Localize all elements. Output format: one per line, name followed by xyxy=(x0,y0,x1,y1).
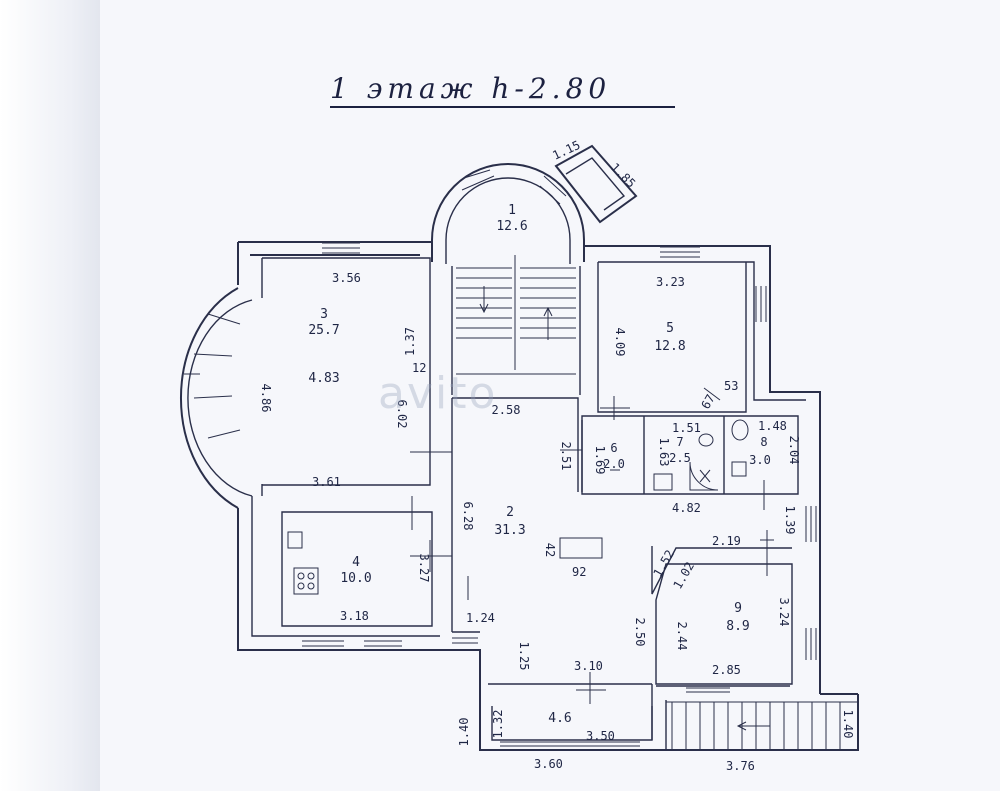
dim-318: 3.18 xyxy=(340,609,369,623)
dim-251: 2.51 xyxy=(559,442,573,471)
plan-title: 1 этаж h-2.80 xyxy=(330,72,675,108)
room-3-area: 25.7 xyxy=(308,323,339,338)
sink-icon xyxy=(287,531,303,549)
room-5-number: 5 xyxy=(666,321,674,336)
dim-53: 53 xyxy=(724,379,738,393)
dim-310: 3.10 xyxy=(574,659,603,673)
dim-486: 4.86 xyxy=(259,384,273,413)
room-9-area: 8.9 xyxy=(726,619,749,634)
dim-483: 4.83 xyxy=(308,371,339,386)
dim-482: 4.82 xyxy=(672,501,701,515)
table-icon xyxy=(559,537,603,559)
dim-132: 1.32 xyxy=(491,710,505,739)
dim-628: 6.28 xyxy=(461,502,475,531)
doors xyxy=(410,387,774,704)
dim-140b: 1.40 xyxy=(841,710,855,739)
room-7-area: 2.5 xyxy=(669,451,691,465)
dim-602: 6.02 xyxy=(395,400,409,429)
dim-115: 1.15 xyxy=(550,138,582,163)
watermark: avito xyxy=(378,368,498,419)
stove-icon xyxy=(293,567,319,595)
wc-sink-icon xyxy=(731,461,747,477)
outer-walls xyxy=(180,144,859,751)
room-5-area: 12.8 xyxy=(654,339,685,354)
dim-361: 3.61 xyxy=(312,475,341,489)
dim-185: 1.85 xyxy=(608,160,638,190)
fixtures xyxy=(287,419,749,595)
dim-258: 2.58 xyxy=(492,403,521,417)
dim-137: 1.37 xyxy=(403,327,417,356)
room-9-number: 9 xyxy=(734,601,742,616)
room-1-area: 12.6 xyxy=(496,219,527,234)
dim-151: 1.51 xyxy=(672,421,701,435)
room-6-number: 6 xyxy=(610,441,617,455)
scan-margin xyxy=(0,0,100,791)
dim-244: 2.44 xyxy=(675,622,689,651)
dim-42: 42 xyxy=(543,543,557,557)
dim-376: 3.76 xyxy=(726,759,755,773)
room-7-number: 7 xyxy=(676,435,683,449)
room-8-area: 3.0 xyxy=(749,453,771,467)
dim-323: 3.23 xyxy=(656,275,685,289)
dim-67: 67 xyxy=(698,392,717,412)
room-10-area: 4.6 xyxy=(548,711,571,726)
dim-140a: 1.40 xyxy=(457,718,471,747)
dim-327: 3.27 xyxy=(417,554,431,583)
dim-92: 92 xyxy=(572,565,586,579)
dim-356: 3.56 xyxy=(332,271,361,285)
room-6-area: 2.0 xyxy=(603,457,625,471)
windows xyxy=(184,169,817,747)
paper-sheet xyxy=(100,0,1000,791)
dim-125: 1.25 xyxy=(517,642,531,671)
interior-walls xyxy=(261,255,799,750)
shower-icon xyxy=(689,461,719,491)
dim-124: 1.24 xyxy=(466,611,495,625)
dim-12: 12 xyxy=(412,361,426,375)
room-4-area: 10.0 xyxy=(340,571,371,586)
basin-icon xyxy=(653,473,673,491)
dim-204: 2.04 xyxy=(787,436,801,465)
dim-148: 1.48 xyxy=(758,419,787,433)
dim-409: 4.09 xyxy=(613,328,627,357)
room-3-number: 3 xyxy=(320,307,328,322)
dim-360: 3.60 xyxy=(534,757,563,771)
toilet-2-icon xyxy=(698,433,714,447)
stairs xyxy=(456,267,858,750)
dim-285: 2.85 xyxy=(712,663,741,677)
dim-250: 2.50 xyxy=(633,618,647,647)
toilet-icon xyxy=(731,419,749,441)
dim-350: 3.50 xyxy=(586,729,615,743)
room-8-number: 8 xyxy=(760,435,767,449)
dim-139: 1.39 xyxy=(783,506,797,535)
room-labels: 1 12.6 2 31.3 3 25.7 4 10.0 5 12.8 6 2.0… xyxy=(308,203,771,726)
room-2-area: 31.3 xyxy=(494,523,525,538)
room-4-number: 4 xyxy=(352,555,360,570)
dim-169: 1.69 xyxy=(593,446,607,475)
dim-219: 2.19 xyxy=(712,534,741,548)
room-2-number: 2 xyxy=(506,505,514,520)
dim-324: 3.24 xyxy=(777,598,791,627)
room-1-number: 1 xyxy=(508,203,516,218)
dim-163: 1.63 xyxy=(657,438,671,467)
